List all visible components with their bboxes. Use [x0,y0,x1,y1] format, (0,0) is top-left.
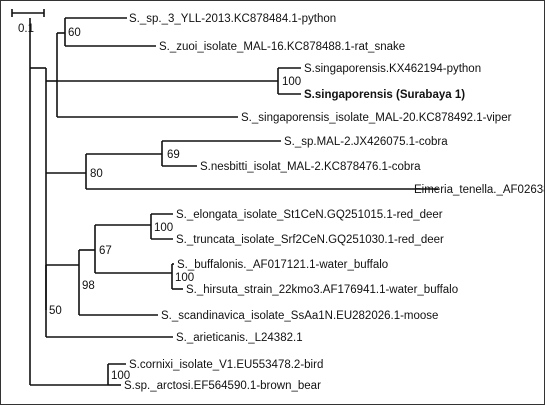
scale-bar: 0.1 [11,9,45,35]
bootstrap-value: 67 [99,245,112,257]
tree-branches [29,17,438,386]
taxon-label: S.nesbitti_isolat_MAL-2.KC878476.1-cobra [200,161,421,173]
bootstrap-value: 100 [154,222,173,234]
taxon-label: S._sp.MAL-2.JX426075.1-cobra [284,136,448,148]
taxon-label: S.sp._arctosi.EF564590.1-brown_bear [124,380,321,392]
bootstrap-value: 80 [90,168,103,180]
taxon-label: S._elongata_isolate_St1CeN.GQ251015.1-re… [176,209,443,221]
taxon-label: S._hirsuta_strain_22kmo3.AF176941.1-wate… [186,284,458,296]
bootstrap-value: 100 [175,272,194,284]
bootstrap-value: 100 [282,76,301,88]
taxon-label: S._zuoi_isolate_MAL-16.KC878488.1-rat_sn… [159,41,405,53]
taxon-label-highlighted: S.singaporensis (Surabaya 1) [304,89,465,101]
taxon-label: S._scandinavica_isolate_SsAa1N.EU282026.… [161,310,438,322]
bootstrap-value: 98 [82,280,95,292]
taxon-label: S._arieticanis._L24382.1 [176,332,303,344]
taxon-label: S._truncata_isolate_Srf2CeN.GQ251030.1-r… [176,234,444,246]
taxon-label: S._singaporensis_isolate_MAL-20.KC878492… [241,112,512,124]
bootstrap-value: 50 [49,305,62,317]
bootstrap-value: 100 [111,370,130,382]
taxon-label: S._buffalonis._AF017121.1-water_buffalo [177,259,388,271]
bootstrap-values: 60 100 69 80 100 67 100 98 50 100 [49,27,301,382]
taxon-label: Eimeria_tenella._AF026388.1 [414,184,544,196]
bootstrap-value: 69 [167,149,180,161]
scale-bar-label: 0.1 [18,23,34,35]
taxon-labels: S._sp._3_YLL-2013.KC878484.1-python S._z… [124,13,544,392]
scale-bar-line [11,9,45,17]
taxon-label: S.cornixi_isolate_V1.EU553478.2-bird [129,359,323,371]
taxon-label: S.singaporensis.KX462194-python [304,63,481,75]
taxon-label: S._sp._3_YLL-2013.KC878484.1-python [129,13,336,25]
bootstrap-value: 60 [68,27,81,39]
